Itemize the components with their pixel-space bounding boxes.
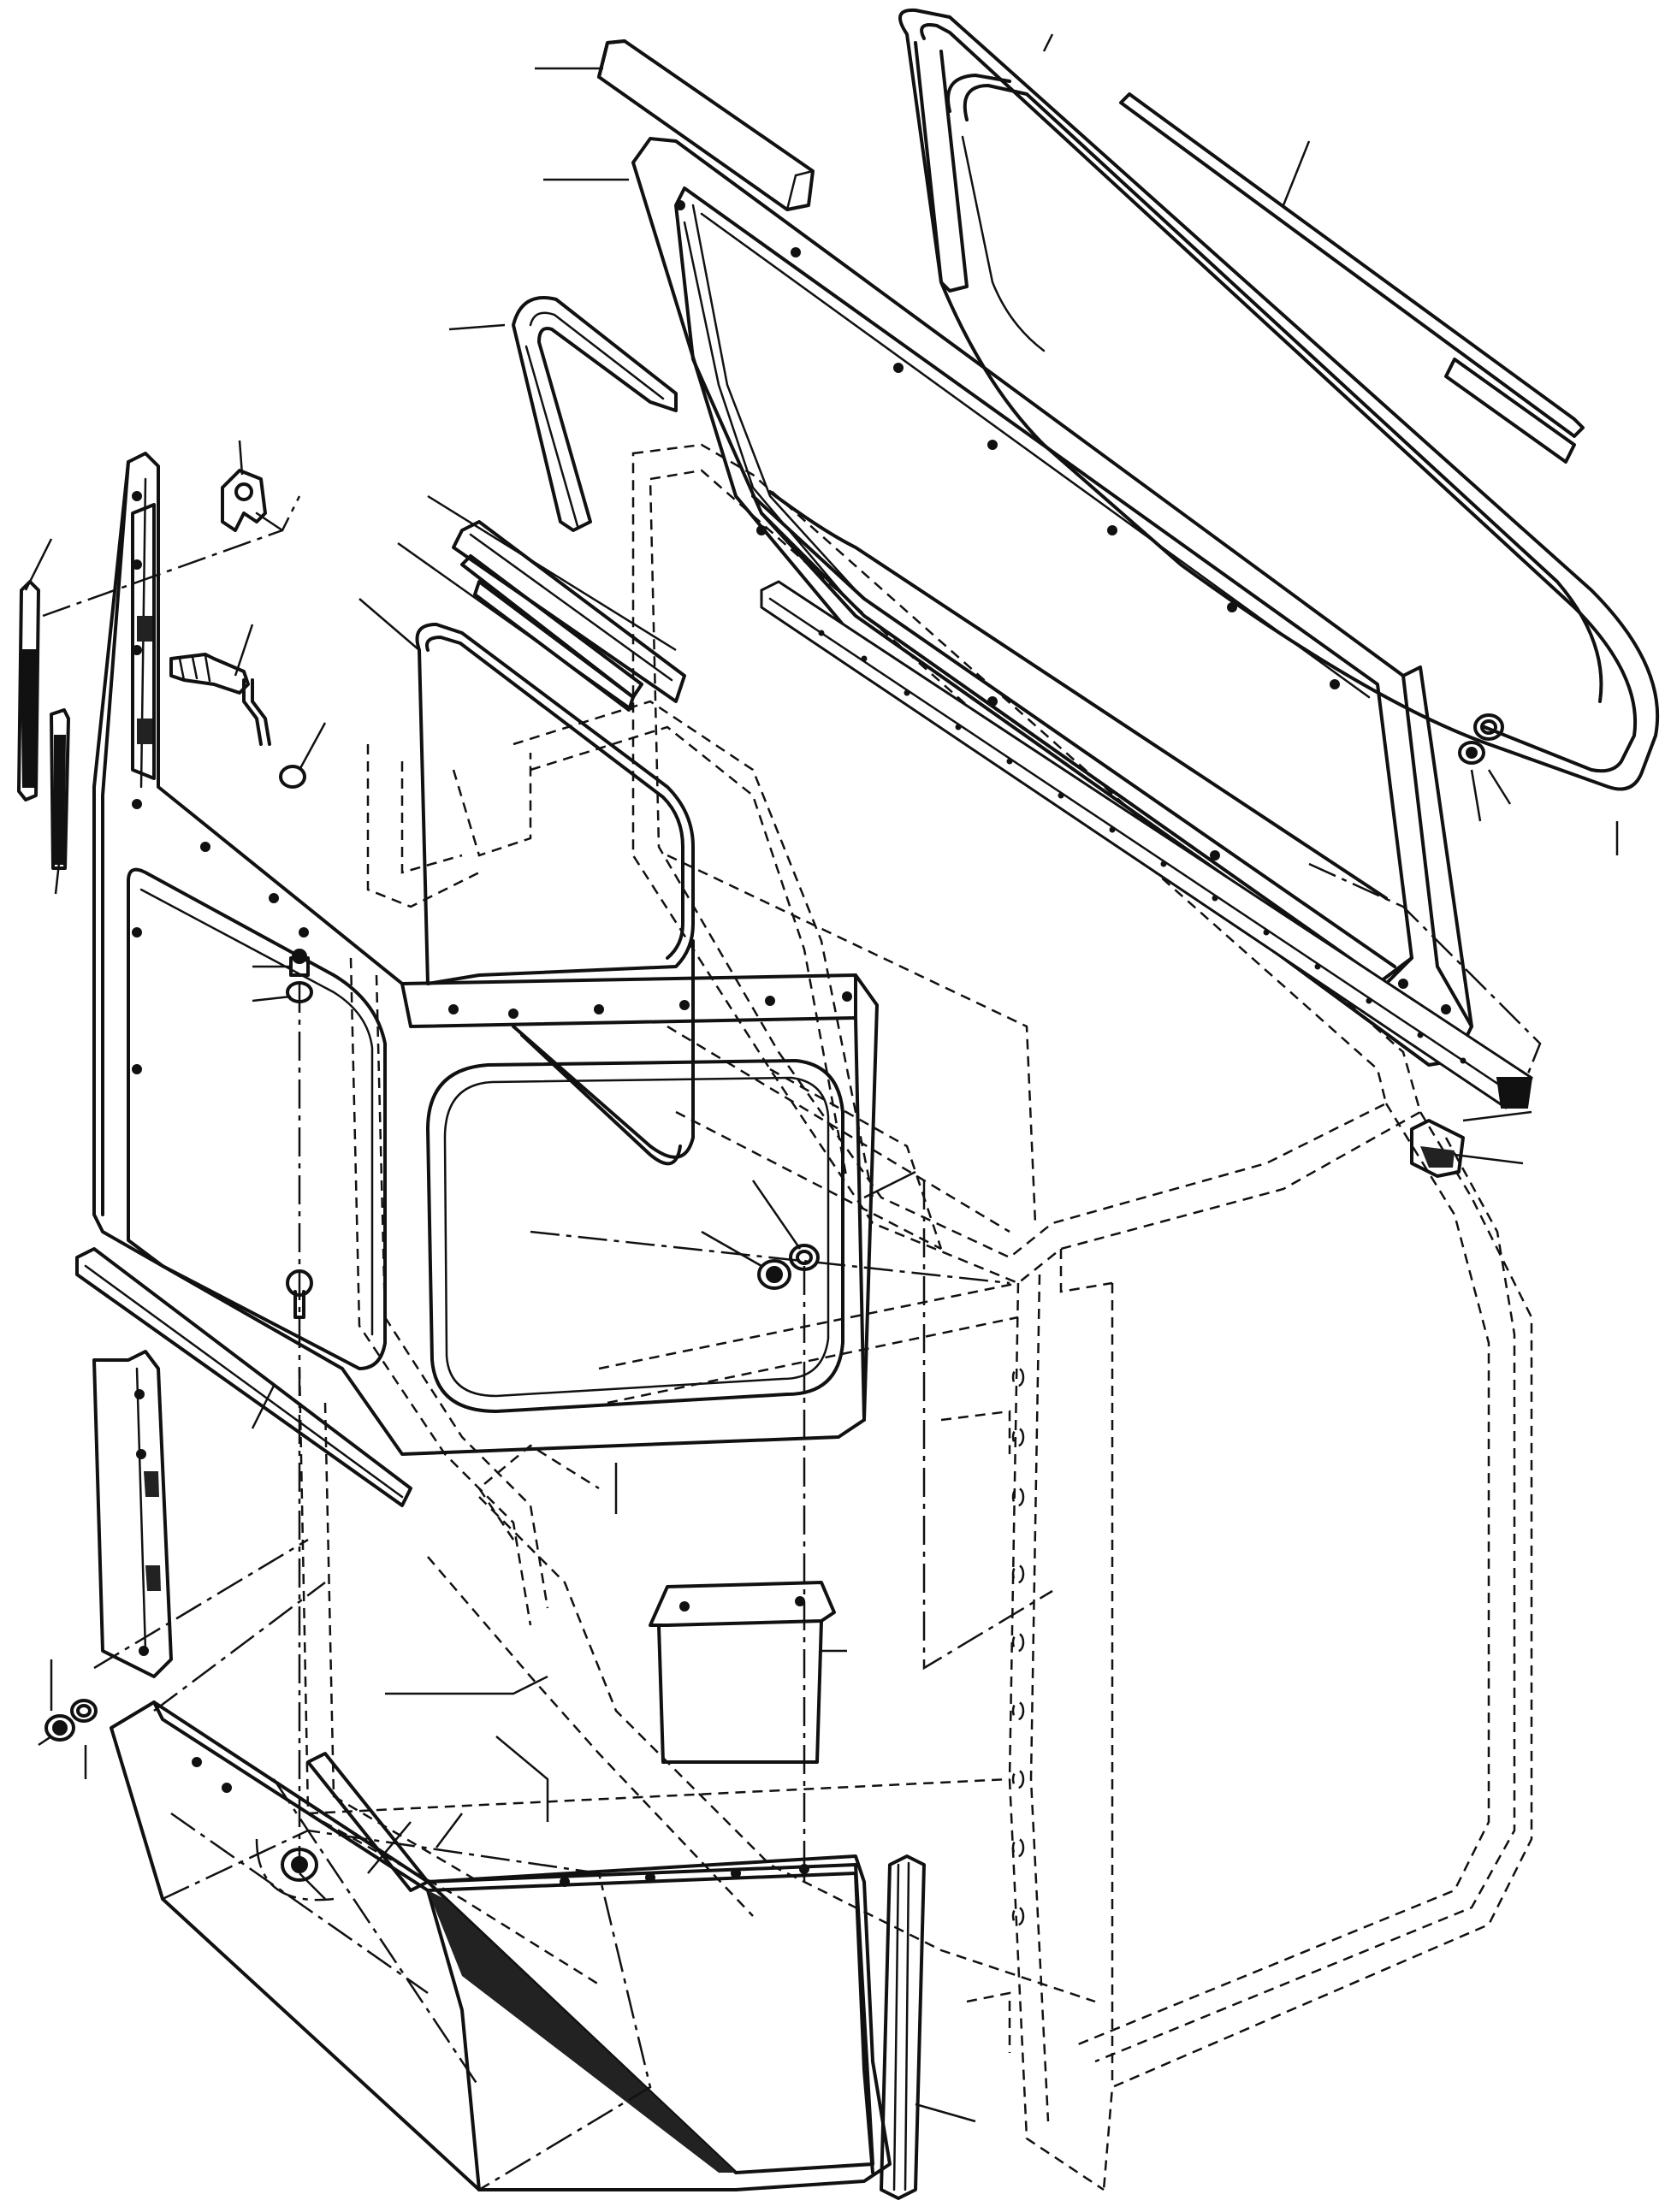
door-lock-rod [169,653,306,789]
glass-runner-rails [452,520,686,712]
centre-fasteners [757,1244,820,1290]
u-seal-strip [512,296,678,532]
door-bottom-seal [75,1247,412,1507]
foam-strip-top [597,39,815,211]
foam-texture [818,630,1467,1064]
frame-bolt-holes [675,200,1451,1014]
door-frame [92,452,879,1456]
foam-strip-lower [760,580,1533,1109]
assembly-centre-lines [42,495,1542,1882]
door-pull-strip [50,708,70,870]
lower-door-panel [110,1700,892,2191]
door-frame-holes [132,491,852,1074]
leader-lines [24,33,1619,2123]
door-handle [17,580,40,801]
door-latch [221,469,284,532]
lower-hinge-fasteners [44,1699,98,1742]
bracket-box [649,1581,836,1764]
windshield-glass [898,8,1660,791]
door-vertical-seal [880,1854,926,2200]
door-glass [415,623,695,1166]
windshield-frame [631,137,1473,1067]
rubber-block [1410,1119,1465,1178]
post-holes [1011,1367,1025,1926]
windshield-fasteners [1458,713,1504,765]
lower-hinge-post [92,1350,173,1678]
